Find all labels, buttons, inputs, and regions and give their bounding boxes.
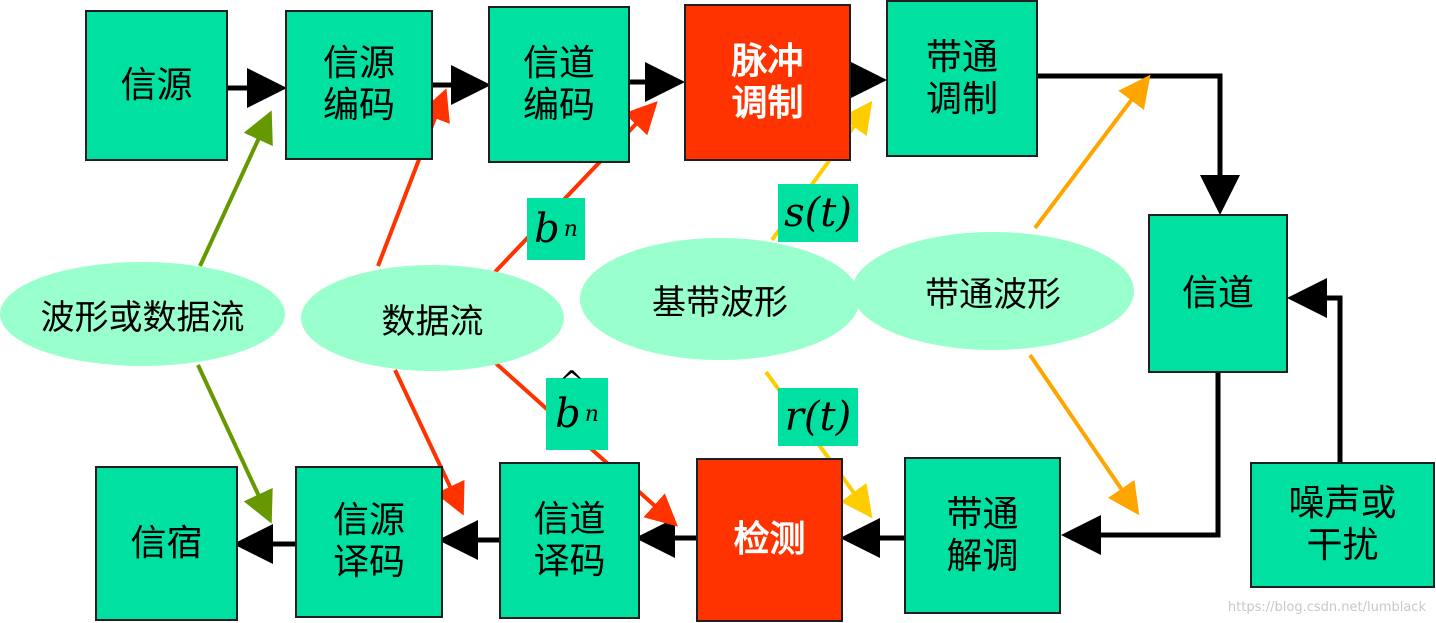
pulse-modulation-box: 脉冲 调制 — [684, 4, 851, 161]
signal-st-label: s(t) — [784, 190, 852, 236]
source-label: 信源 — [120, 64, 193, 106]
source-decode-box: 信源 译码 — [295, 466, 443, 618]
watermark: https://blog.csdn.net/lumblack — [1227, 600, 1426, 615]
signal-st: s(t) — [778, 184, 858, 242]
signal-bn-hat-base: b — [555, 365, 584, 437]
signal-rt-label: r(t) — [784, 394, 852, 440]
signal-bn-sub: n — [563, 216, 578, 242]
baseband-waveform-label: 基带波形 — [652, 282, 788, 323]
signal-rt: r(t) — [778, 388, 858, 446]
source-box: 信源 — [85, 10, 228, 161]
arrow-channel-to-demod — [1061, 373, 1221, 555]
data-stream-ellipse: 数据流 — [301, 265, 564, 371]
channel-label: 信道 — [1181, 272, 1254, 314]
baseband-waveform-ellipse: 基带波形 — [580, 238, 860, 360]
sink-label: 信宿 — [130, 522, 203, 564]
red-arrow-down-source-decode — [393, 369, 465, 516]
detection-label: 检测 — [733, 519, 806, 560]
bandpass-waveform-label: 带通波形 — [925, 274, 1061, 315]
channel-box: 信道 — [1148, 214, 1288, 373]
waveform-or-data-label: 波形或数据流 — [40, 297, 245, 338]
green-arrow-down — [196, 364, 273, 524]
arrow-noise-to-channel — [1287, 278, 1343, 462]
source-encode-box: 信源 编码 — [285, 10, 433, 160]
bandpass-demodulation-label: 带通 解调 — [946, 493, 1019, 577]
detection-box: 检测 — [696, 458, 843, 622]
bandpass-demodulation-box: 带通 解调 — [904, 457, 1061, 614]
red-arrow-up-source-encode — [376, 88, 450, 267]
channel-encode-box: 信道 编码 — [488, 6, 630, 163]
data-stream-label: 数据流 — [381, 301, 484, 342]
noise-box: 噪声或 干扰 — [1250, 462, 1435, 588]
source-decode-label: 信源 译码 — [332, 500, 405, 583]
arrow-bandpass-to-channel — [1038, 73, 1240, 215]
orange-arrow-down — [1028, 353, 1140, 516]
noise-label: 噪声或 干扰 — [1288, 483, 1397, 566]
bandpass-waveform-ellipse: 带通波形 — [852, 232, 1134, 350]
channel-encode-label: 信道 编码 — [522, 42, 595, 126]
green-arrow-up — [198, 110, 273, 267]
bandpass-modulation-label: 带通 调制 — [925, 36, 998, 120]
sink-box: 信宿 — [95, 466, 238, 621]
signal-bn-base: b — [534, 206, 560, 252]
bandpass-modulation-box: 带通 调制 — [886, 0, 1038, 157]
pulse-modulation-label: 脉冲 调制 — [731, 40, 804, 124]
signal-bn-hat: bn — [546, 365, 608, 450]
channel-decode-box: 信道 译码 — [499, 462, 640, 619]
signal-bn-hat-sub: n — [584, 401, 599, 427]
waveform-or-data-ellipse: 波形或数据流 — [0, 262, 285, 366]
source-encode-label: 信源 编码 — [322, 43, 395, 126]
channel-decode-label: 信道 译码 — [533, 498, 606, 582]
orange-arrow-up — [1033, 74, 1151, 230]
